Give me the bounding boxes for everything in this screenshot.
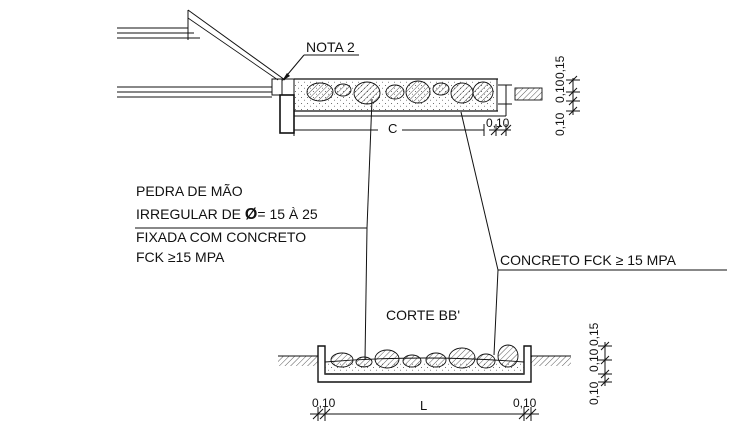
dimension-l [310,407,539,421]
pedra-line-4: FCK ≥15 MPA [136,249,225,265]
vertical-dim-top [566,75,580,116]
nota-label: NOTA 2 [306,39,355,55]
stone-note: PEDRA DE MÃO IRREGULAR DE Ø= 15 À 25 FIX… [136,183,318,265]
dim-l-label: L [420,398,427,413]
pedra-line-1: PEDRA DE MÃO [136,183,243,199]
vertical-dim-bottom [598,341,612,387]
top-vertical-a: 0,10 [553,112,567,136]
stones-plan [306,80,494,105]
bot-vertical-b: 0,10 [587,348,601,372]
section-view: 0,10 L 0,10 0,10 0,10 0,15 [278,322,612,421]
bot-vertical-c: 0,15 [587,322,601,346]
nota-leader [282,54,359,81]
left-structure [117,9,286,98]
stones-section [330,344,519,369]
top-vertical-b: 0,10 [553,79,567,103]
dim-c-label: C [388,121,397,136]
ground-right-top [514,87,543,101]
dim-010-top-label: 0,10 [486,116,510,130]
wall [271,78,295,134]
leader-lines [135,98,727,361]
bot-vertical-a: 0,10 [587,381,601,405]
top-vertical-c: 0,15 [553,55,567,79]
plan-view: NOTA 2 C 0,10 0,10 0,10 [117,9,580,136]
pedra-line-3: FIXADA COM CONCRETO [136,229,306,245]
dimension-c [293,124,512,136]
pedra-line-2: IRREGULAR DE Ø= 15 À 25 [136,206,318,223]
dim-010-bl-label: 0,10 [312,396,336,410]
concreto-label: CONCRETO FCK ≥ 15 MPA [500,252,677,268]
dim-010-br-label: 0,10 [513,396,537,410]
corte-label: CORTE BB' [386,307,460,323]
